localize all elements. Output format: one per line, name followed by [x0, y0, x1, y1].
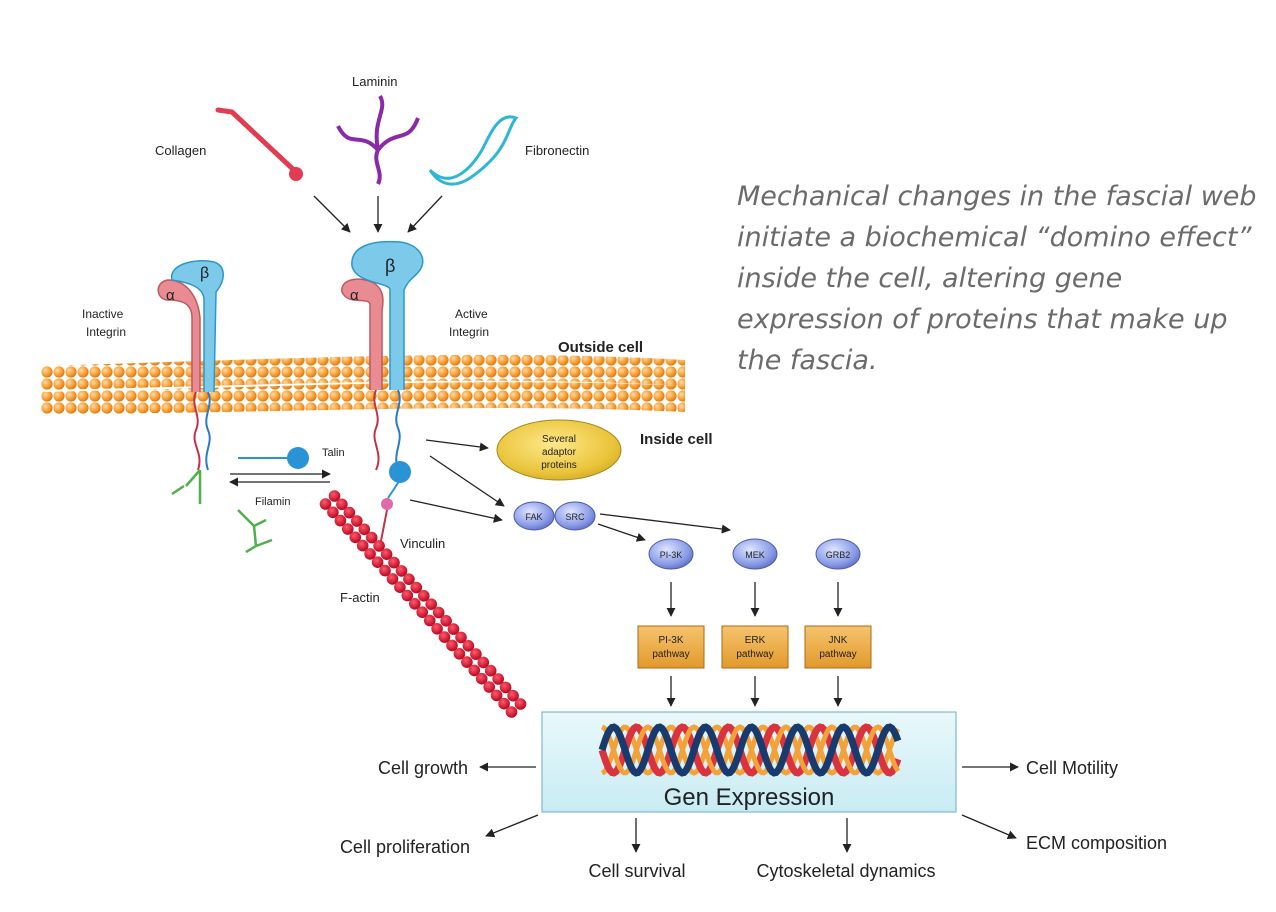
pi3k-pathway-label-2: pathway: [652, 649, 689, 660]
arrow-to-adaptor: [425, 439, 489, 452]
mek-node: [732, 538, 778, 570]
pi3k-pathway-label-1: PI-3K: [658, 635, 683, 646]
vinculin-label: Vinculin: [400, 536, 445, 551]
adaptor-label-2: adaptor: [542, 447, 577, 458]
fibronectin-arrow: [407, 195, 443, 233]
cell-survival-label: Cell survival: [588, 861, 685, 881]
proliferation-arrow: [485, 814, 539, 838]
active-integrin-label-1: Active: [455, 307, 488, 321]
grb2-node: [815, 538, 861, 570]
beta-label-active: β: [385, 256, 395, 276]
collagen-arrow: [313, 195, 351, 233]
arrow-to-fak-2: [409, 499, 503, 523]
fak-node: [513, 501, 555, 531]
pi3k-label: PI-3K: [660, 550, 683, 560]
fibronectin-label: Fibronectin: [525, 143, 589, 158]
inactive-integrin-label-2: Integrin: [86, 325, 126, 339]
erk-pathway-label-2: pathway: [736, 649, 773, 660]
erk-pathway-box: [721, 625, 789, 669]
src-label: SRC: [565, 512, 585, 522]
src-to-mek-arrow: [599, 513, 731, 534]
cytoskeletal-dynamics-label: Cytoskeletal dynamics: [756, 861, 935, 881]
beta-label-inactive: β: [200, 265, 209, 282]
alpha-label-active: α: [350, 287, 359, 304]
pi3k-pathway-box: [637, 625, 705, 669]
mek-label: MEK: [745, 550, 765, 560]
erk-pathway-label-1: ERK: [745, 635, 766, 646]
grb2-label: GRB2: [826, 550, 851, 560]
jnk-pathway-label-1: JNK: [829, 635, 848, 646]
active-integrin-label-2: Integrin: [449, 325, 489, 339]
arrow-to-fak-1: [429, 455, 505, 507]
gene-expression-title: Gen Expression: [664, 784, 835, 811]
fak-label: FAK: [525, 512, 542, 522]
collagen-fiber: [215, 107, 303, 181]
ecm-arrow: [961, 814, 1017, 839]
src-to-pi3k-arrow: [597, 523, 646, 542]
outside-cell-label: Outside cell: [558, 339, 643, 356]
fibronectin-fiber: [428, 115, 519, 186]
cell-membrane: [41, 354, 685, 414]
adaptor-label-3: proteins: [541, 460, 577, 471]
talin-label: Talin: [322, 447, 345, 459]
vinculin-link: [379, 509, 388, 547]
laminin-molecule: [336, 95, 420, 185]
active-integrin: [341, 240, 424, 510]
src-node: [554, 501, 596, 531]
filamin-label: Filamin: [255, 496, 290, 508]
adaptor-proteins: [496, 419, 622, 481]
adaptor-label-1: Several: [542, 434, 576, 445]
caption-text: Mechanical changes in the fascial web in…: [737, 181, 1257, 376]
inactive-integrin: [157, 260, 224, 504]
ecm-composition-label: ECM composition: [1026, 833, 1167, 853]
cell-growth-label: Cell growth: [378, 758, 468, 778]
f-actin-filament: [319, 490, 527, 718]
cell-motility-label: Cell Motility: [1026, 758, 1118, 778]
cell-proliferation-label: Cell proliferation: [340, 837, 470, 857]
factin-label: F-actin: [340, 590, 380, 605]
pi3k-node: [648, 538, 694, 570]
collagen-label: Collagen: [155, 143, 206, 158]
jnk-pathway-box: [804, 625, 872, 669]
filamin: [237, 509, 273, 554]
inside-cell-label: Inside cell: [640, 431, 713, 448]
laminin-label: Laminin: [352, 74, 398, 89]
talin: [238, 447, 309, 469]
jnk-pathway-label-2: pathway: [819, 649, 856, 660]
inactive-integrin-label-1: Inactive: [82, 307, 124, 321]
alpha-label-inactive: α: [166, 287, 175, 304]
dna-helix: [598, 723, 902, 777]
